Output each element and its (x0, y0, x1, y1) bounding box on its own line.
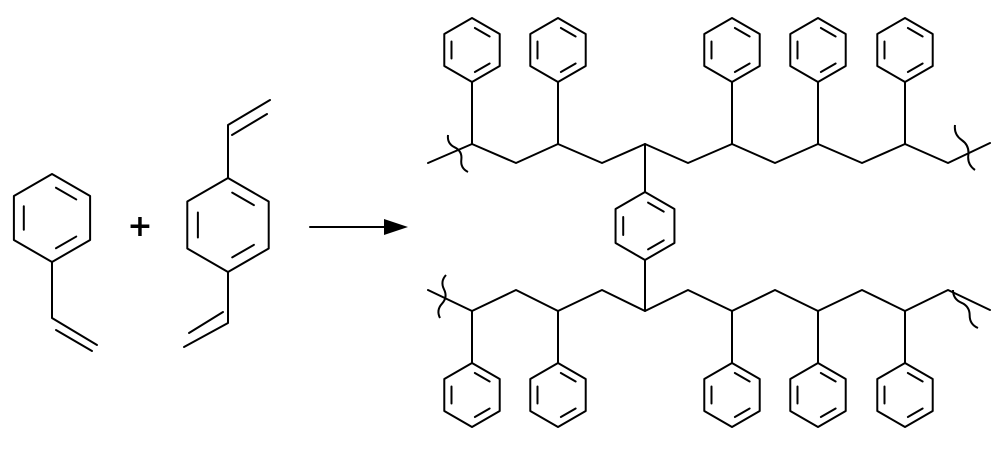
upper-pendant-phenyl (876, 17, 934, 83)
ring-outline (789, 362, 847, 428)
bottom-vinyl-bond (183, 271, 229, 348)
top-vinyl-bond (227, 99, 271, 179)
aromatic-double-bond (906, 62, 924, 74)
upper-right-chain-end (953, 124, 976, 171)
reaction-arrow (309, 219, 408, 235)
aromatic-double-bond (54, 235, 78, 250)
lower-right-chain-end (951, 289, 979, 329)
aromatic-double-bond (819, 26, 837, 38)
lower-pendant-phenyl (443, 362, 501, 428)
aromatic-double-bond (819, 371, 837, 383)
upper-left-chain-end (446, 134, 469, 173)
ring-outline (443, 362, 501, 428)
styrene-phenyl-ring (12, 173, 92, 263)
arrow-head (384, 219, 408, 235)
ring-outline (12, 173, 92, 263)
aromatic-double-bond (733, 371, 751, 383)
aromatic-double-bond (473, 407, 491, 419)
aromatic-double-bond (559, 26, 577, 38)
aromatic-double-bond (906, 371, 924, 383)
aromatic-double-bond (647, 239, 665, 251)
ring-outline (876, 17, 934, 83)
aromatic-double-bond (231, 191, 255, 207)
lower-backbone (427, 289, 991, 312)
lower-pendant-phenyl (703, 362, 761, 428)
bottom-vinyl-double-bond (188, 311, 224, 334)
lower-pendant-phenyl (529, 362, 587, 428)
divinylbenzene-ring (186, 177, 270, 273)
upper-pendant-phenyl (443, 17, 501, 83)
aromatic-double-bond (733, 26, 751, 38)
lower-pendant-phenyl (876, 362, 934, 428)
crosslink-phenylene-ring (614, 191, 676, 261)
upper-pendant-phenyl (529, 17, 587, 83)
ring-outline (614, 191, 676, 261)
aromatic-double-bond (473, 26, 491, 38)
upper-backbone (427, 142, 991, 164)
upper-pendant-phenyl (789, 17, 847, 83)
aromatic-double-bond (733, 407, 751, 419)
ring-outline (876, 362, 934, 428)
aromatic-double-bond (54, 186, 78, 201)
upper-pendant-phenyl (703, 17, 761, 83)
lower-left-chain-end (437, 274, 447, 319)
aromatic-double-bond (733, 62, 751, 74)
aromatic-double-bond (906, 407, 924, 419)
aromatic-double-bond (231, 243, 255, 259)
aromatic-double-bond (473, 62, 491, 74)
ring-outline (703, 362, 761, 428)
aromatic-double-bond (559, 62, 577, 74)
crosslinked-polymer-product (427, 17, 991, 428)
lower-pendant-phenyl (789, 362, 847, 428)
styrene-molecule (12, 173, 98, 352)
divinylbenzene-molecule (183, 99, 271, 348)
aromatic-double-bond (559, 407, 577, 419)
ring-outline (529, 17, 587, 83)
ring-outline (529, 362, 587, 428)
aromatic-double-bond (559, 371, 577, 383)
aromatic-double-bond (473, 371, 491, 383)
vinyl-bond (51, 261, 98, 346)
aromatic-double-bond (906, 26, 924, 38)
ring-outline (186, 177, 270, 273)
ring-outline (703, 17, 761, 83)
top-vinyl-double-bond (231, 113, 268, 136)
ring-outline (789, 17, 847, 83)
ring-outline (443, 17, 501, 83)
plus-sign: + (127, 209, 152, 244)
aromatic-double-bond (819, 407, 837, 419)
aromatic-double-bond (647, 201, 665, 213)
aromatic-double-bond (819, 62, 837, 74)
vinyl-double-bond (55, 329, 93, 352)
